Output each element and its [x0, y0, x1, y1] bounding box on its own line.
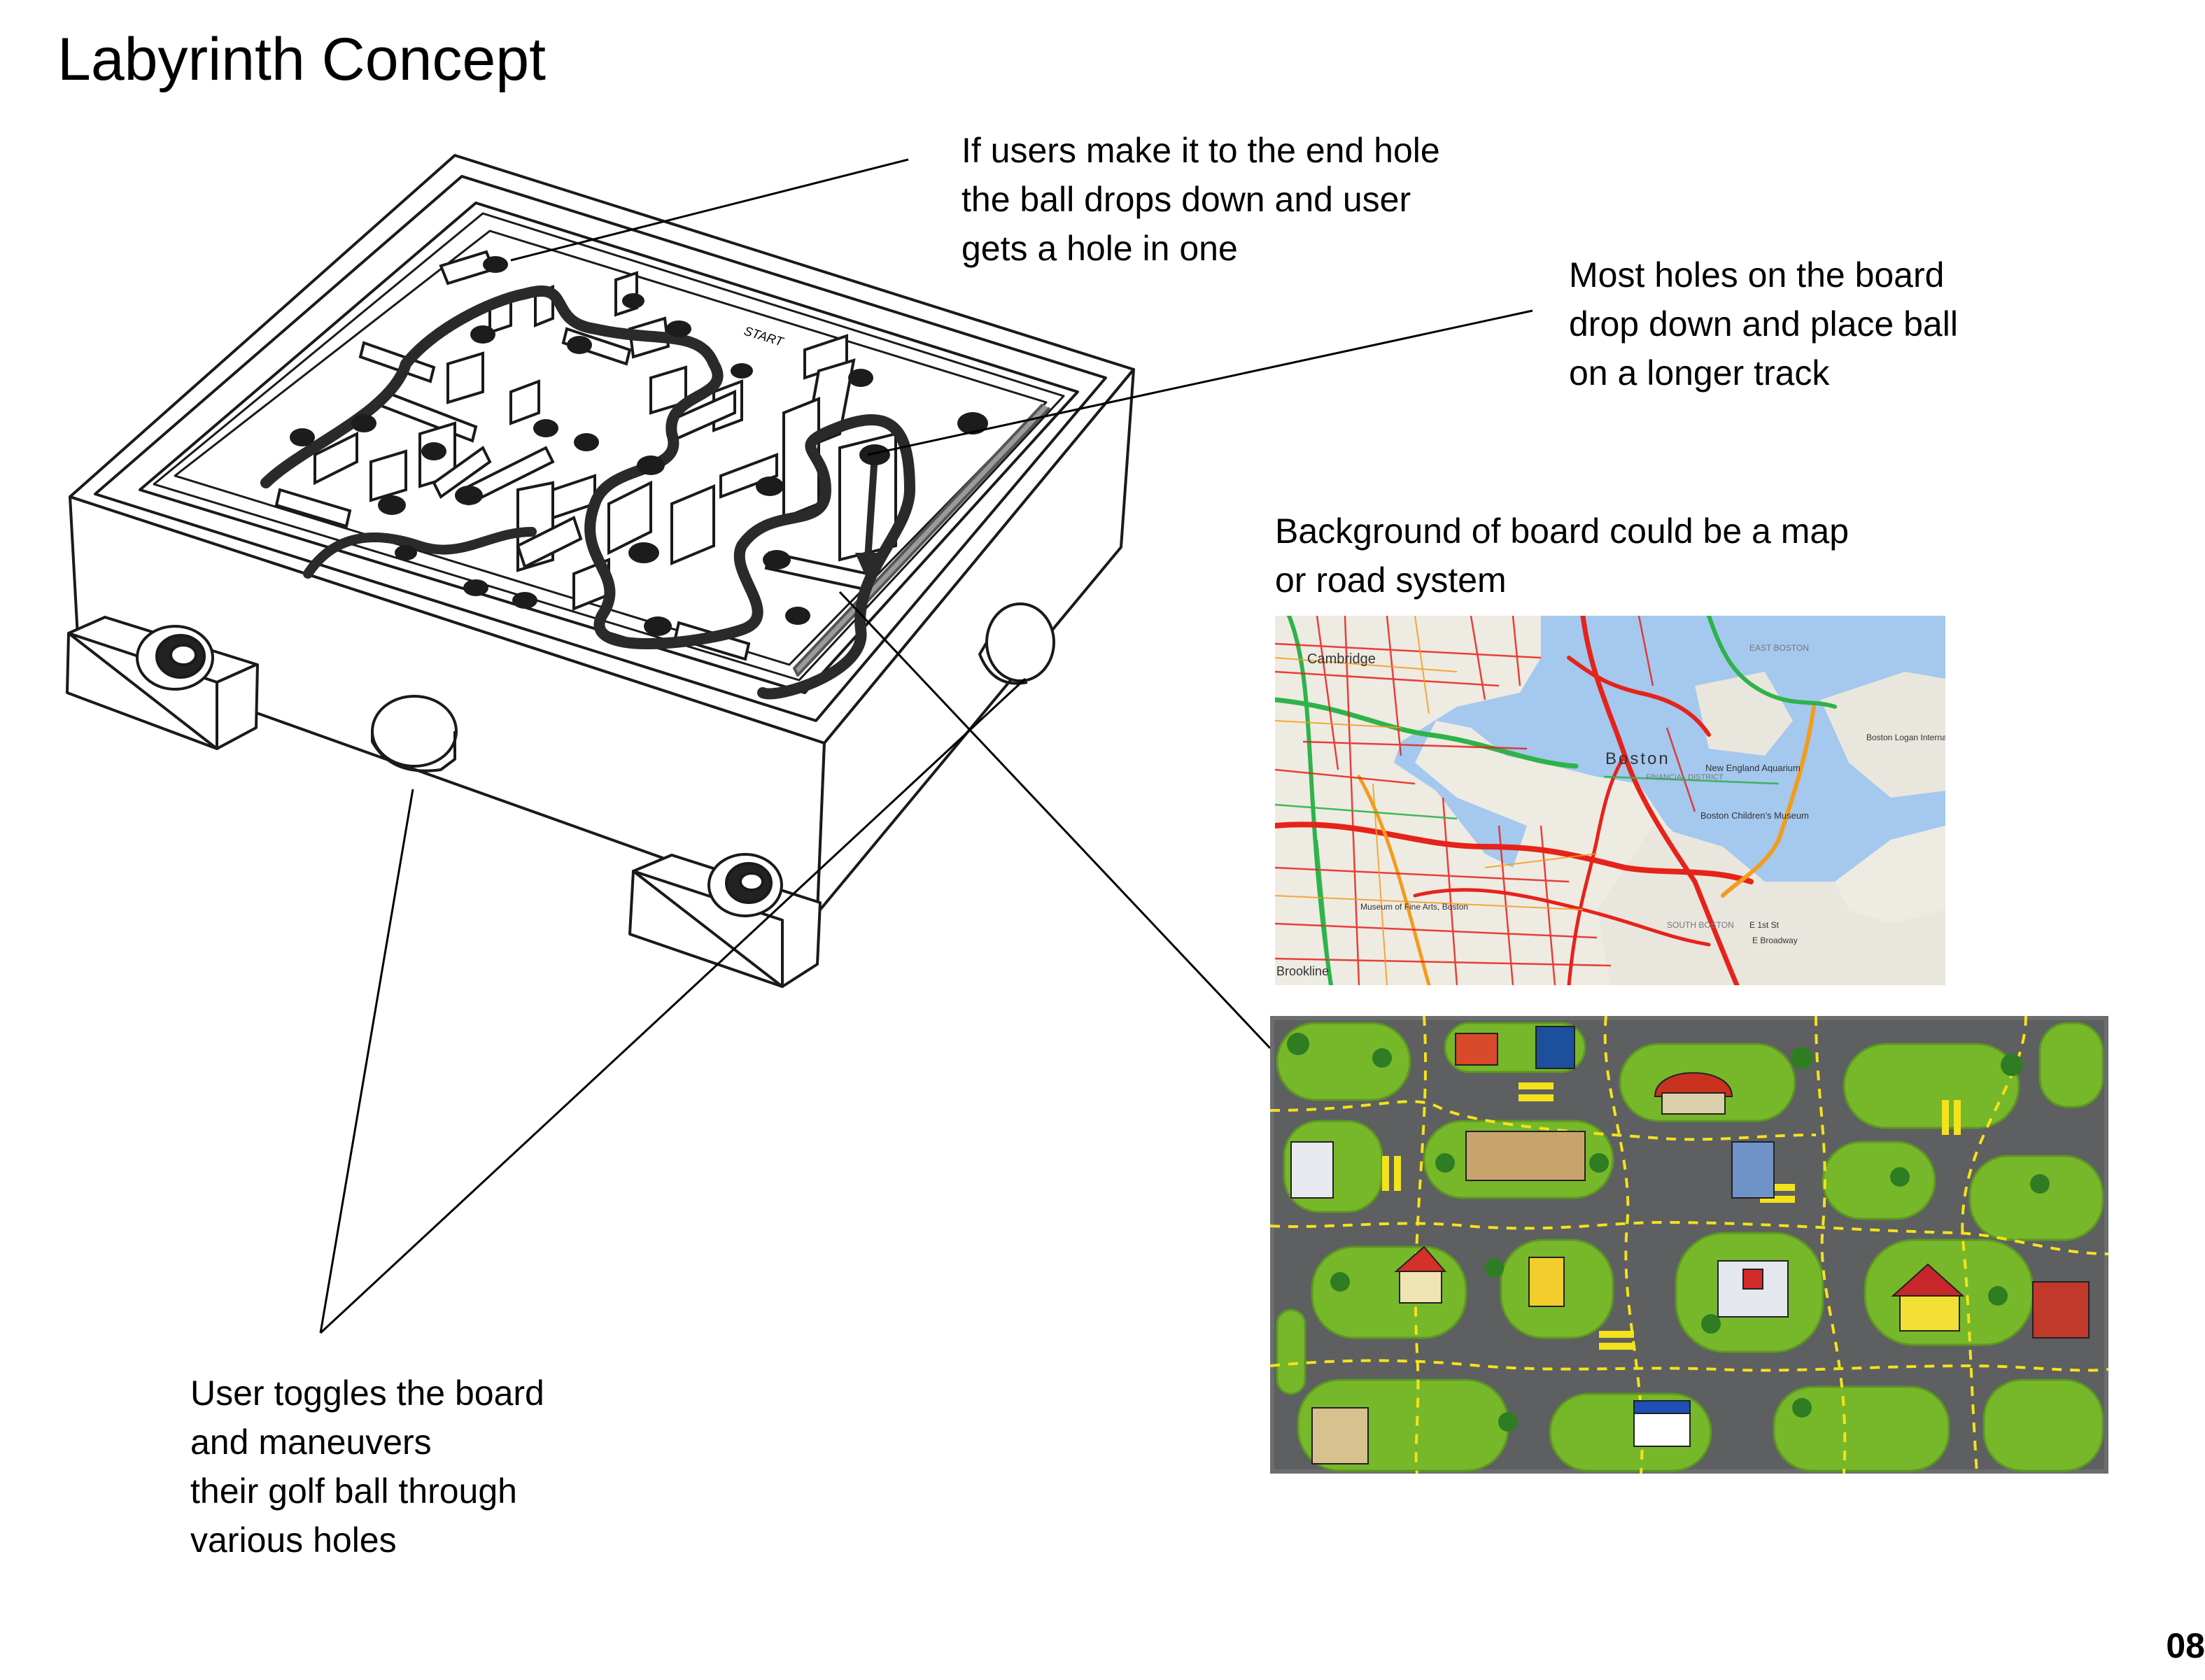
annotation-toggle: User toggles the board and maneuvers the… — [190, 1374, 544, 1560]
traffic-map-image: Cambridge Boston New England Aquarium Bo… — [1275, 616, 1945, 985]
map-label-aquarium: New England Aquarium — [1705, 763, 1801, 773]
map-label-east-boston: EAST BOSTON — [1749, 643, 1809, 653]
map-label-financial: FINANCIAL DISTRICT — [1646, 773, 1724, 782]
map-label-logan: Boston Logan International Air — [1866, 733, 1945, 742]
map-label-childrens-museum: Boston Children's Museum — [1700, 810, 1809, 821]
page-number: 08 — [2166, 1626, 2205, 1665]
annotation-background: Background of board could be a map or ro… — [1275, 511, 1849, 600]
map-label-e1st: E 1st St — [1749, 920, 1780, 930]
annotation-end-hole: If users make it to the end hole the bal… — [961, 131, 1440, 268]
annotation-most-holes: Most holes on the board drop down and pl… — [1569, 255, 1958, 393]
map-label-south-boston: SOUTH BOSTON — [1667, 920, 1734, 930]
map-label-cambridge: Cambridge — [1307, 651, 1376, 667]
page-title: Labyrinth Concept — [57, 26, 546, 93]
map-label-brookline: Brookline — [1276, 964, 1329, 978]
map-label-broadway: E Broadway — [1752, 936, 1798, 945]
map-label-mfa: Museum of Fine Arts, Boston — [1360, 902, 1468, 912]
map-label-boston: Boston — [1605, 749, 1670, 768]
road-rug-image — [1270, 1016, 2108, 1474]
